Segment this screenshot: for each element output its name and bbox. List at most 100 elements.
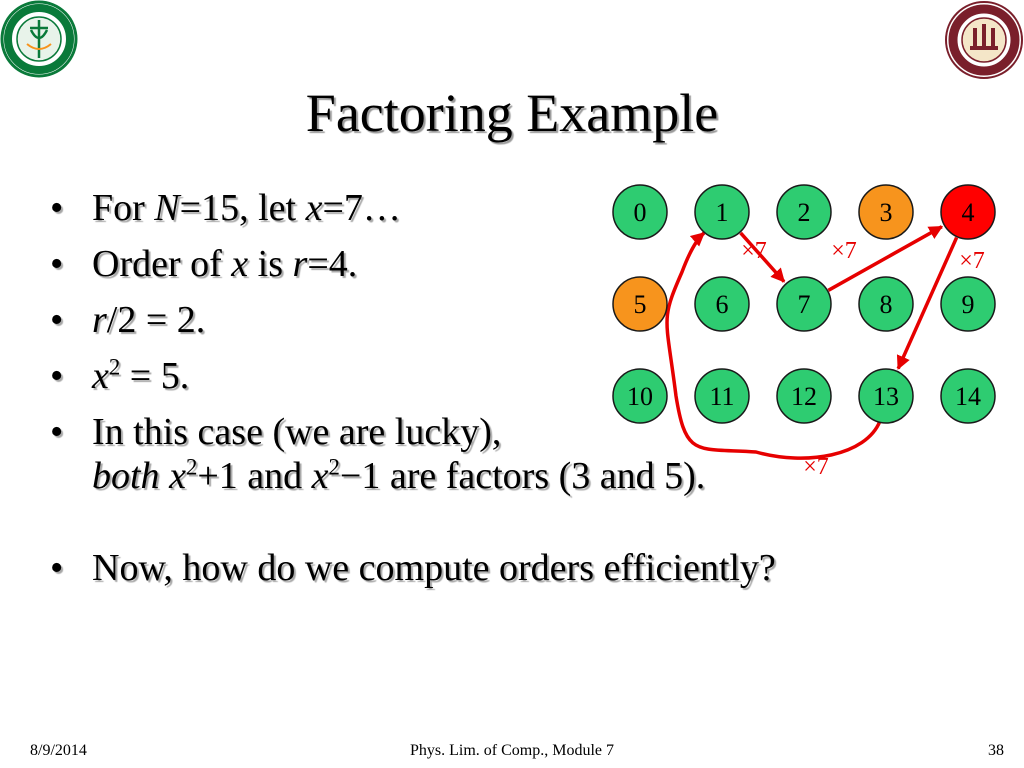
italic-variable: x	[305, 187, 323, 229]
edge-7-to-4	[827, 225, 944, 292]
edge-label: ×7	[959, 248, 985, 274]
node-circle	[694, 184, 750, 240]
node-circle	[858, 368, 914, 424]
node-circle	[940, 276, 996, 332]
node-circle	[776, 184, 832, 240]
text-run: =7…	[322, 187, 401, 229]
node-3: 3	[858, 184, 914, 240]
superscript: 2	[185, 454, 198, 480]
node-label: 5	[634, 290, 647, 319]
node-label: 0	[634, 198, 647, 227]
node-circle	[940, 368, 996, 424]
node-13: 13	[858, 368, 914, 424]
node-circle	[694, 368, 750, 424]
node-6: 6	[694, 276, 750, 332]
text-run: =15, let	[179, 187, 306, 229]
bullet-item: • In this case (we are lucky), both x2+1…	[50, 410, 705, 498]
footer-date: 8/9/2014	[30, 742, 87, 759]
bullet-item: • r/2 = 2.	[50, 298, 610, 342]
text-run: Now, how do we compute orders efficientl…	[92, 547, 776, 589]
node-label: 1	[716, 198, 729, 227]
text-run	[160, 455, 170, 497]
node-circle	[612, 368, 668, 424]
text-run: Order of	[92, 243, 232, 285]
node-8: 8	[858, 276, 914, 332]
bullet-item: • For N=15, let x=7…	[50, 186, 610, 230]
text-run: = 5.	[120, 355, 190, 397]
node-circle	[776, 276, 832, 332]
node-label: 6	[716, 290, 729, 319]
text-run: −1 are factors (3 and 5).	[339, 455, 706, 497]
bullet-dot: •	[50, 243, 64, 285]
text-run: =4.	[307, 243, 358, 285]
bullet-dot: •	[50, 299, 64, 341]
bullet-text: Now, how do we compute orders efficientl…	[92, 546, 776, 590]
node-12: 12	[776, 368, 832, 424]
fsu-seal-icon	[945, 1, 1023, 79]
node-label: 7	[798, 290, 811, 319]
node-label: 2	[798, 198, 811, 227]
italic-variable: x	[311, 455, 329, 497]
edge-1-to-7	[739, 231, 786, 283]
node-0: 0	[612, 184, 668, 240]
node-circle	[858, 184, 914, 240]
node-11: 11	[694, 368, 750, 424]
bullet-item: • x2 = 5.	[50, 354, 610, 398]
node-label: 8	[880, 290, 893, 319]
bullet-text: Order of x is r=4.	[92, 242, 610, 286]
famu-seal-icon	[0, 0, 78, 78]
node-label: 12	[791, 382, 817, 411]
node-label: 9	[962, 290, 975, 319]
bullet-item: • Now, how do we compute orders efficien…	[50, 546, 776, 590]
bullet-item: • Order of x is r=4.	[50, 242, 610, 286]
node-circle	[612, 184, 668, 240]
text-run: /2 = 2.	[106, 299, 206, 341]
node-4: 4	[940, 184, 996, 240]
text-run: In this case (we are lucky),	[92, 411, 502, 453]
superscript: 2	[108, 354, 121, 380]
bullet-dot: •	[50, 411, 64, 453]
node-label: 4	[962, 198, 975, 227]
italic-variable: x	[231, 243, 249, 285]
footer-page-number: 38	[988, 742, 1004, 759]
bullet-dot: •	[50, 547, 64, 589]
bullet-text: For N=15, let x=7…	[92, 186, 610, 230]
bullet-text-continued: both x2+1 and x2−1 are factors (3 and 5)…	[92, 454, 705, 498]
bullet-dot: •	[50, 187, 64, 229]
footer-course: Phys. Lim. of Comp., Module 7	[409, 742, 614, 759]
node-1: 1	[694, 184, 750, 240]
text-run: For	[92, 187, 155, 229]
node-14: 14	[940, 368, 996, 424]
edge-13-to-1	[665, 231, 882, 460]
node-circle	[776, 368, 832, 424]
bullet-text: r/2 = 2.	[92, 298, 610, 342]
bullet-list: • For N=15, let x=7… • Order of x is r=4…	[50, 186, 776, 590]
node-2: 2	[776, 184, 832, 240]
node-circle	[940, 184, 996, 240]
slide-title: Factoring Example	[305, 83, 719, 143]
italic-variable: x	[169, 455, 186, 497]
node-10: 10	[612, 368, 668, 424]
text-run: is	[248, 243, 293, 285]
node-circle	[694, 276, 750, 332]
node-label: 10	[627, 382, 653, 411]
superscript: 2	[328, 454, 340, 480]
text-run: +1 and	[197, 455, 312, 497]
bullet-text: x2 = 5.	[92, 354, 610, 398]
bullet-text: In this case (we are lucky),	[92, 410, 610, 454]
edge-label: ×7	[831, 238, 857, 264]
node-label: 11	[709, 382, 734, 411]
node-circle	[858, 276, 914, 332]
italic-variable: both	[92, 455, 160, 497]
bullet-dot: •	[50, 355, 64, 397]
edge-4-to-13	[896, 236, 959, 370]
edge-label: ×7	[803, 454, 829, 480]
node-label: 14	[955, 382, 981, 411]
italic-variable: r	[92, 299, 107, 341]
node-label: 3	[880, 198, 893, 227]
node-label: 13	[873, 382, 899, 411]
italic-variable: x	[92, 355, 109, 397]
italic-variable: N	[154, 187, 180, 229]
node-9: 9	[940, 276, 996, 332]
